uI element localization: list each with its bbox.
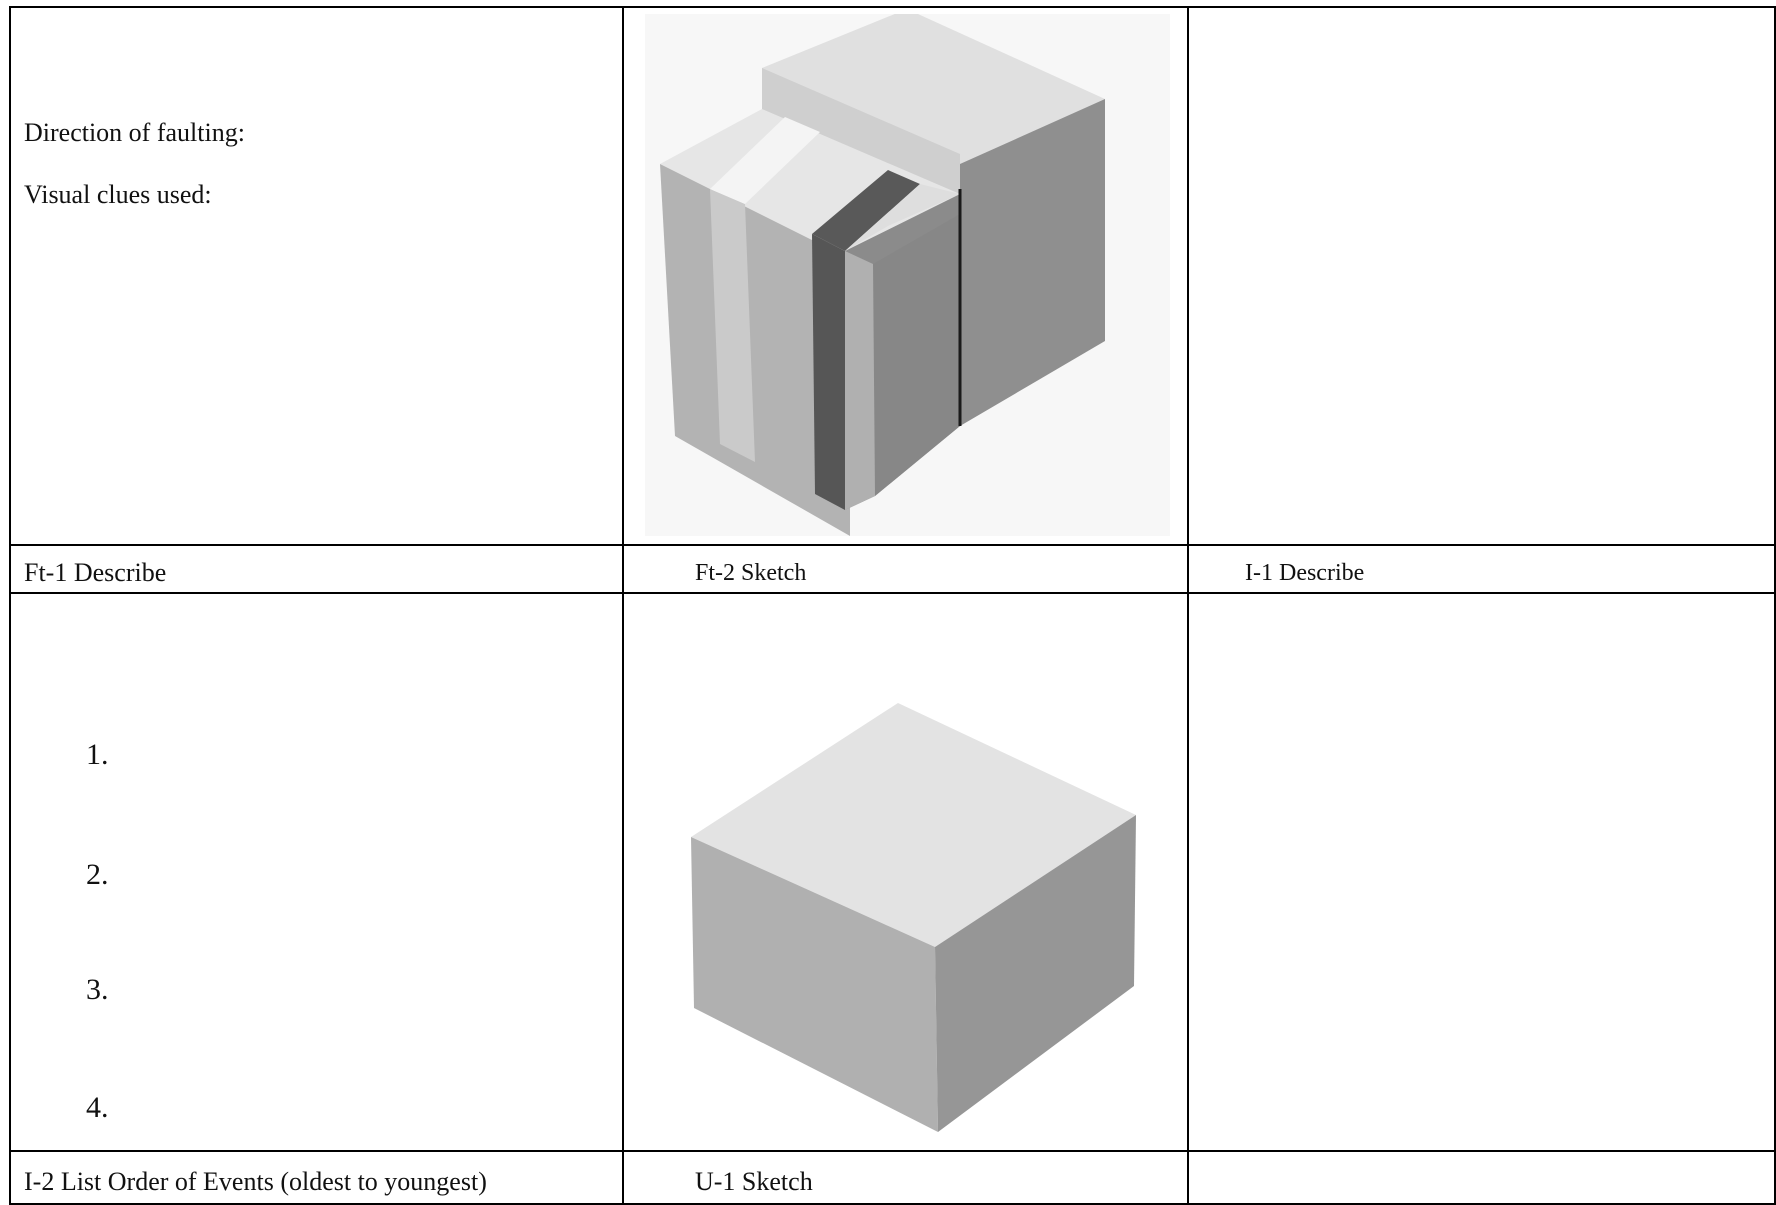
visual-clues-prompt: Visual clues used: [24, 180, 212, 209]
order-item-2: 2. [86, 858, 109, 891]
row-divider-1 [9, 544, 1776, 546]
unconformity-block-diagram [691, 703, 1136, 1132]
table-border-top [9, 6, 1776, 8]
i2-order-of-events-label: I-2 List Order of Events (oldest to youn… [24, 1167, 487, 1196]
order-item-1: 1. [86, 738, 109, 771]
table-border-right [1774, 6, 1776, 1205]
ft2-sketch-label: Ft-2 Sketch [695, 560, 807, 586]
row-divider-2 [9, 592, 1776, 594]
direction-of-faulting-prompt: Direction of faulting: [24, 118, 245, 147]
order-item-3: 3. [86, 973, 109, 1006]
order-item-4: 4. [86, 1091, 109, 1124]
column-divider-2 [1187, 6, 1189, 1205]
table-border-bottom [9, 1203, 1776, 1205]
table-border-left [9, 6, 11, 1205]
i1-describe-label: I-1 Describe [1245, 560, 1365, 586]
faulted-block-diagram [645, 14, 1170, 536]
row-divider-3 [9, 1150, 1776, 1152]
u1-sketch-label: U-1 Sketch [695, 1167, 813, 1196]
ft1-describe-label: Ft-1 Describe [24, 558, 167, 587]
column-divider-1 [622, 6, 624, 1205]
